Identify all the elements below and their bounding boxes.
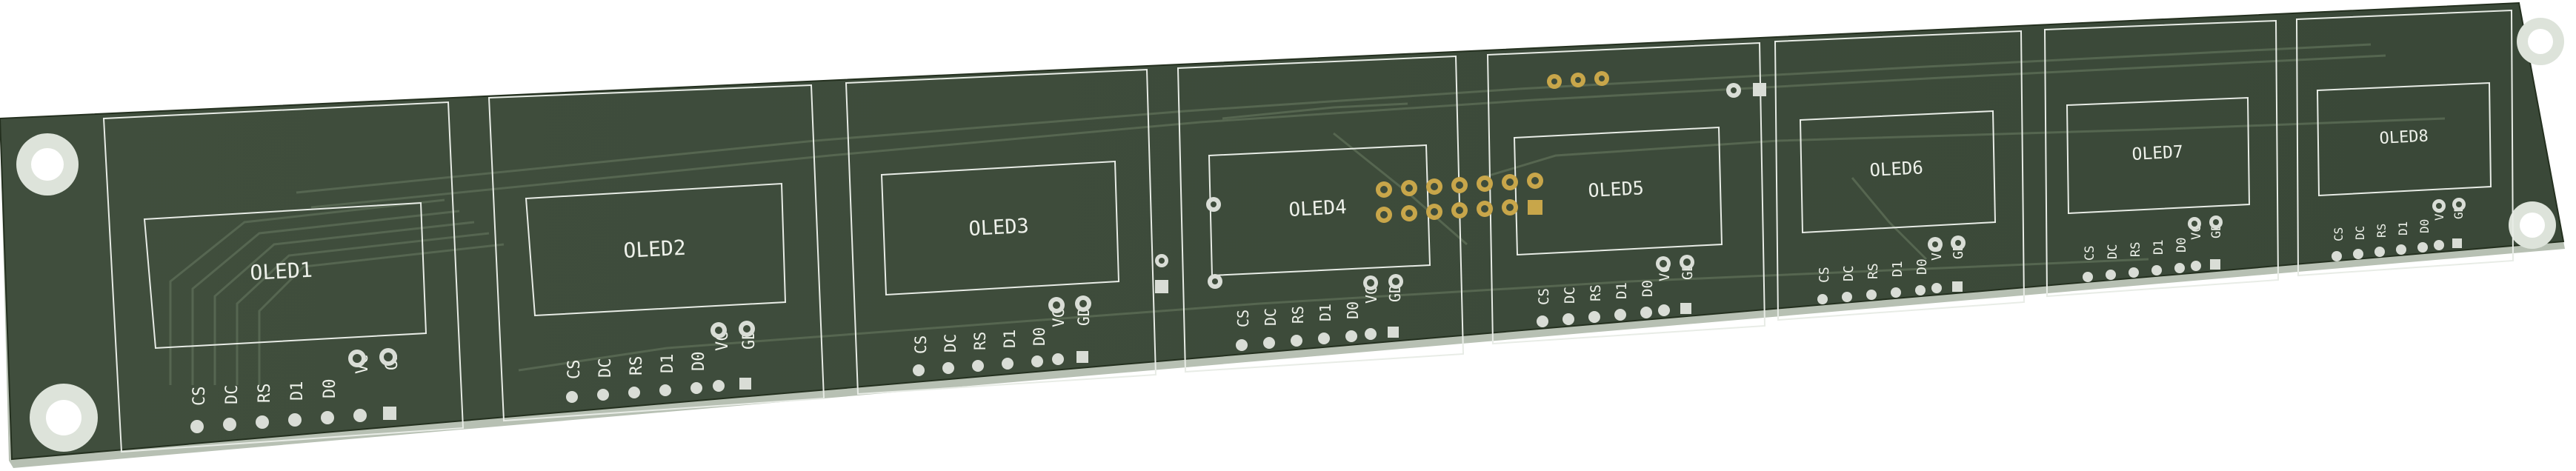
center-connector: [1376, 173, 1543, 223]
pin-label: D0: [1640, 280, 1656, 297]
pin-header: CS DC RS D1 D0 VC GD: [1817, 236, 1966, 304]
copper-traces: [169, 43, 2446, 385]
pin-label: D0: [321, 379, 339, 399]
pin-label: DC: [223, 385, 242, 405]
pin-label: DC: [596, 358, 615, 378]
pin-label: D1: [1614, 282, 1630, 299]
oled-module: OLED1 CS DC RS D1 D0 VC GD: [102, 101, 465, 453]
pin-label: CS: [1536, 288, 1552, 305]
mounting-hole: [2517, 18, 2564, 65]
pin-label: D1: [1317, 304, 1334, 321]
pin-label: D0: [2417, 219, 2432, 233]
mounting-hole: [16, 133, 79, 196]
aux-pads: [1155, 83, 1766, 293]
module-label: OLED5: [1588, 177, 1645, 201]
pin-label: D0: [2174, 238, 2189, 253]
pin-label: DC: [1262, 308, 1279, 326]
pin-label: D0: [1914, 258, 1930, 275]
pin-label: RS: [628, 356, 646, 376]
pcb-board: [0, 1, 2565, 461]
oled-module: OLED8 CS DC RS D1 D0 VC GD: [2295, 9, 2515, 277]
pin-label: CS: [1234, 310, 1252, 327]
pin-label: RS: [2129, 242, 2143, 257]
pin-label: RS: [256, 384, 274, 404]
pin-label: D0: [1031, 327, 1048, 346]
pin-header: CS DC RS D1 D0 VC GD: [912, 295, 1093, 376]
pin-label: D1: [1890, 261, 1906, 277]
pin-label: D0: [690, 352, 708, 372]
pin-label: D1: [659, 354, 677, 374]
oled-module: OLED3 CS DC RS D1 D0 VC GD: [845, 68, 1157, 395]
top-connector: [1547, 71, 1609, 89]
module-label: OLED3: [968, 215, 1030, 241]
pin-label: D1: [2151, 240, 2166, 255]
oled-module: OLED2 CS DC RS D1 D0 VC GD: [487, 84, 825, 422]
oled-module: OLED7 CS DC RS D1 D0 VC GD: [2043, 19, 2280, 298]
oled-module: OLED5 CS DC RS D1 D0 VC GD: [1486, 41, 1766, 345]
pin-label: DC: [2106, 244, 2120, 259]
module-label: OLED2: [623, 236, 687, 263]
pin-label: D0: [1344, 301, 1362, 319]
mounting-hole: [2509, 201, 2556, 249]
pin-label: CS: [190, 387, 209, 407]
pin-label: CS: [1817, 267, 1832, 283]
pin-label: CS: [2083, 246, 2097, 261]
pin-label: D1: [2396, 221, 2410, 236]
pin-label: DC: [942, 334, 959, 353]
pin-label: RS: [1866, 263, 1881, 279]
pin-header: CS DC RS D1 D0 VC GD: [190, 348, 402, 433]
pin-header: CS DC RS D1 D0 VC GD: [565, 321, 759, 403]
module-label: OLED1: [250, 258, 313, 285]
pin-header: CS DC RS D1 D0 VC GD: [1536, 255, 1696, 327]
pin-label: DC: [1562, 287, 1578, 304]
pin-label: DC: [2353, 226, 2367, 240]
pin-header: CS DC RS D1 D0 VC GD: [2083, 216, 2224, 282]
pin-label: CS: [565, 360, 584, 380]
mounting-hole: [30, 384, 98, 452]
pin-label: CS: [912, 335, 930, 354]
pin-label: RS: [2374, 224, 2389, 238]
pin-header: CS DC RS D1 D0 VC GD: [1234, 274, 1404, 351]
module-label: OLED8: [2379, 127, 2429, 148]
pin-label: D1: [288, 381, 307, 401]
pin-label: CS: [2332, 227, 2346, 241]
module-label: OLED7: [2131, 142, 2184, 164]
oled-module: OLED6 CS DC RS D1 D0 VC GD: [1774, 30, 2026, 321]
pin-label: RS: [971, 332, 989, 350]
oled-module: OLED4 CS DC RS D1 D0 VC GD: [1176, 55, 1465, 373]
pin-header: CS DC RS D1 D0 VC GD: [2332, 198, 2466, 261]
pin-label: D1: [1001, 330, 1019, 348]
pin-label: RS: [1588, 284, 1604, 301]
module-label: OLED6: [1869, 157, 1924, 181]
pin-label: DC: [1841, 265, 1857, 281]
pin-label: RS: [1289, 306, 1307, 324]
module-label: OLED4: [1288, 196, 1348, 221]
